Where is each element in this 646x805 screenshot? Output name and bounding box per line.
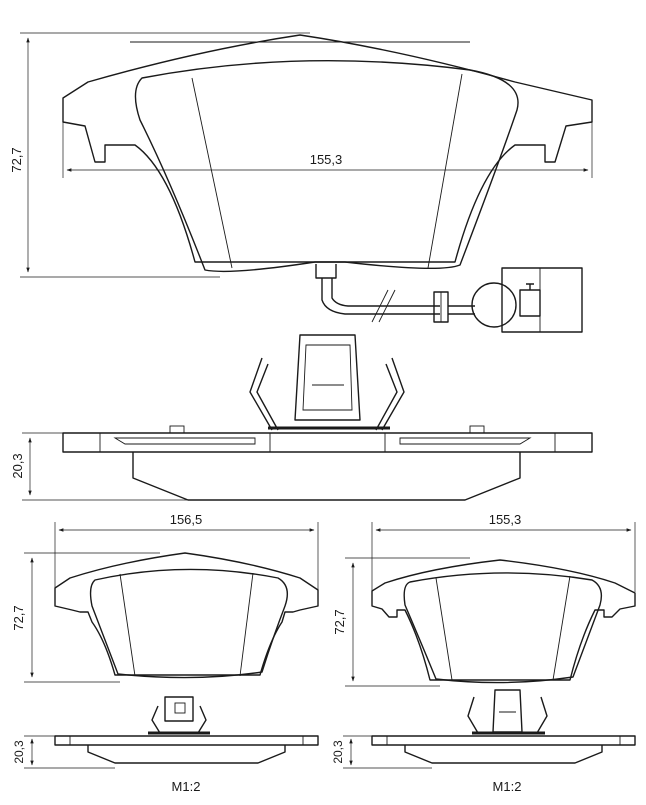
right-scale-label: M1:2: [493, 779, 522, 794]
right-height-label: 72,7: [332, 609, 347, 634]
right-height-dimension: 72,7: [332, 557, 470, 687]
left-thickness-label: 20,3: [12, 740, 26, 764]
right-thickness-label: 20,3: [331, 740, 345, 764]
main-width-dimension: 155,3: [62, 120, 593, 178]
right-pad-front-view: [371, 559, 636, 684]
right-width-label: 155,3: [489, 512, 522, 527]
right-pad-side-view: [371, 689, 636, 764]
left-pad-front-view: [54, 552, 319, 679]
main-thickness-dimension: 20,3: [10, 432, 190, 501]
right-width-dimension: 155,3: [371, 512, 636, 592]
main-height-dimension: 72,7: [9, 32, 310, 278]
left-width-dimension: 156,5: [54, 512, 319, 590]
left-height-label: 72,7: [11, 605, 26, 630]
left-pad-side-view: [54, 696, 319, 764]
left-height-dimension: 72,7: [11, 552, 160, 683]
main-pad-side-view: [62, 334, 593, 501]
main-thickness-label: 20,3: [10, 453, 25, 478]
main-pad-front-view: [62, 34, 593, 333]
main-width-label: 155,3: [310, 152, 343, 167]
left-scale-label: M1:2: [172, 779, 201, 794]
left-thickness-dimension: 20,3: [12, 735, 115, 769]
main-height-label: 72,7: [9, 147, 24, 172]
right-thickness-dimension: 20,3: [331, 735, 432, 769]
left-width-label: 156,5: [170, 512, 203, 527]
